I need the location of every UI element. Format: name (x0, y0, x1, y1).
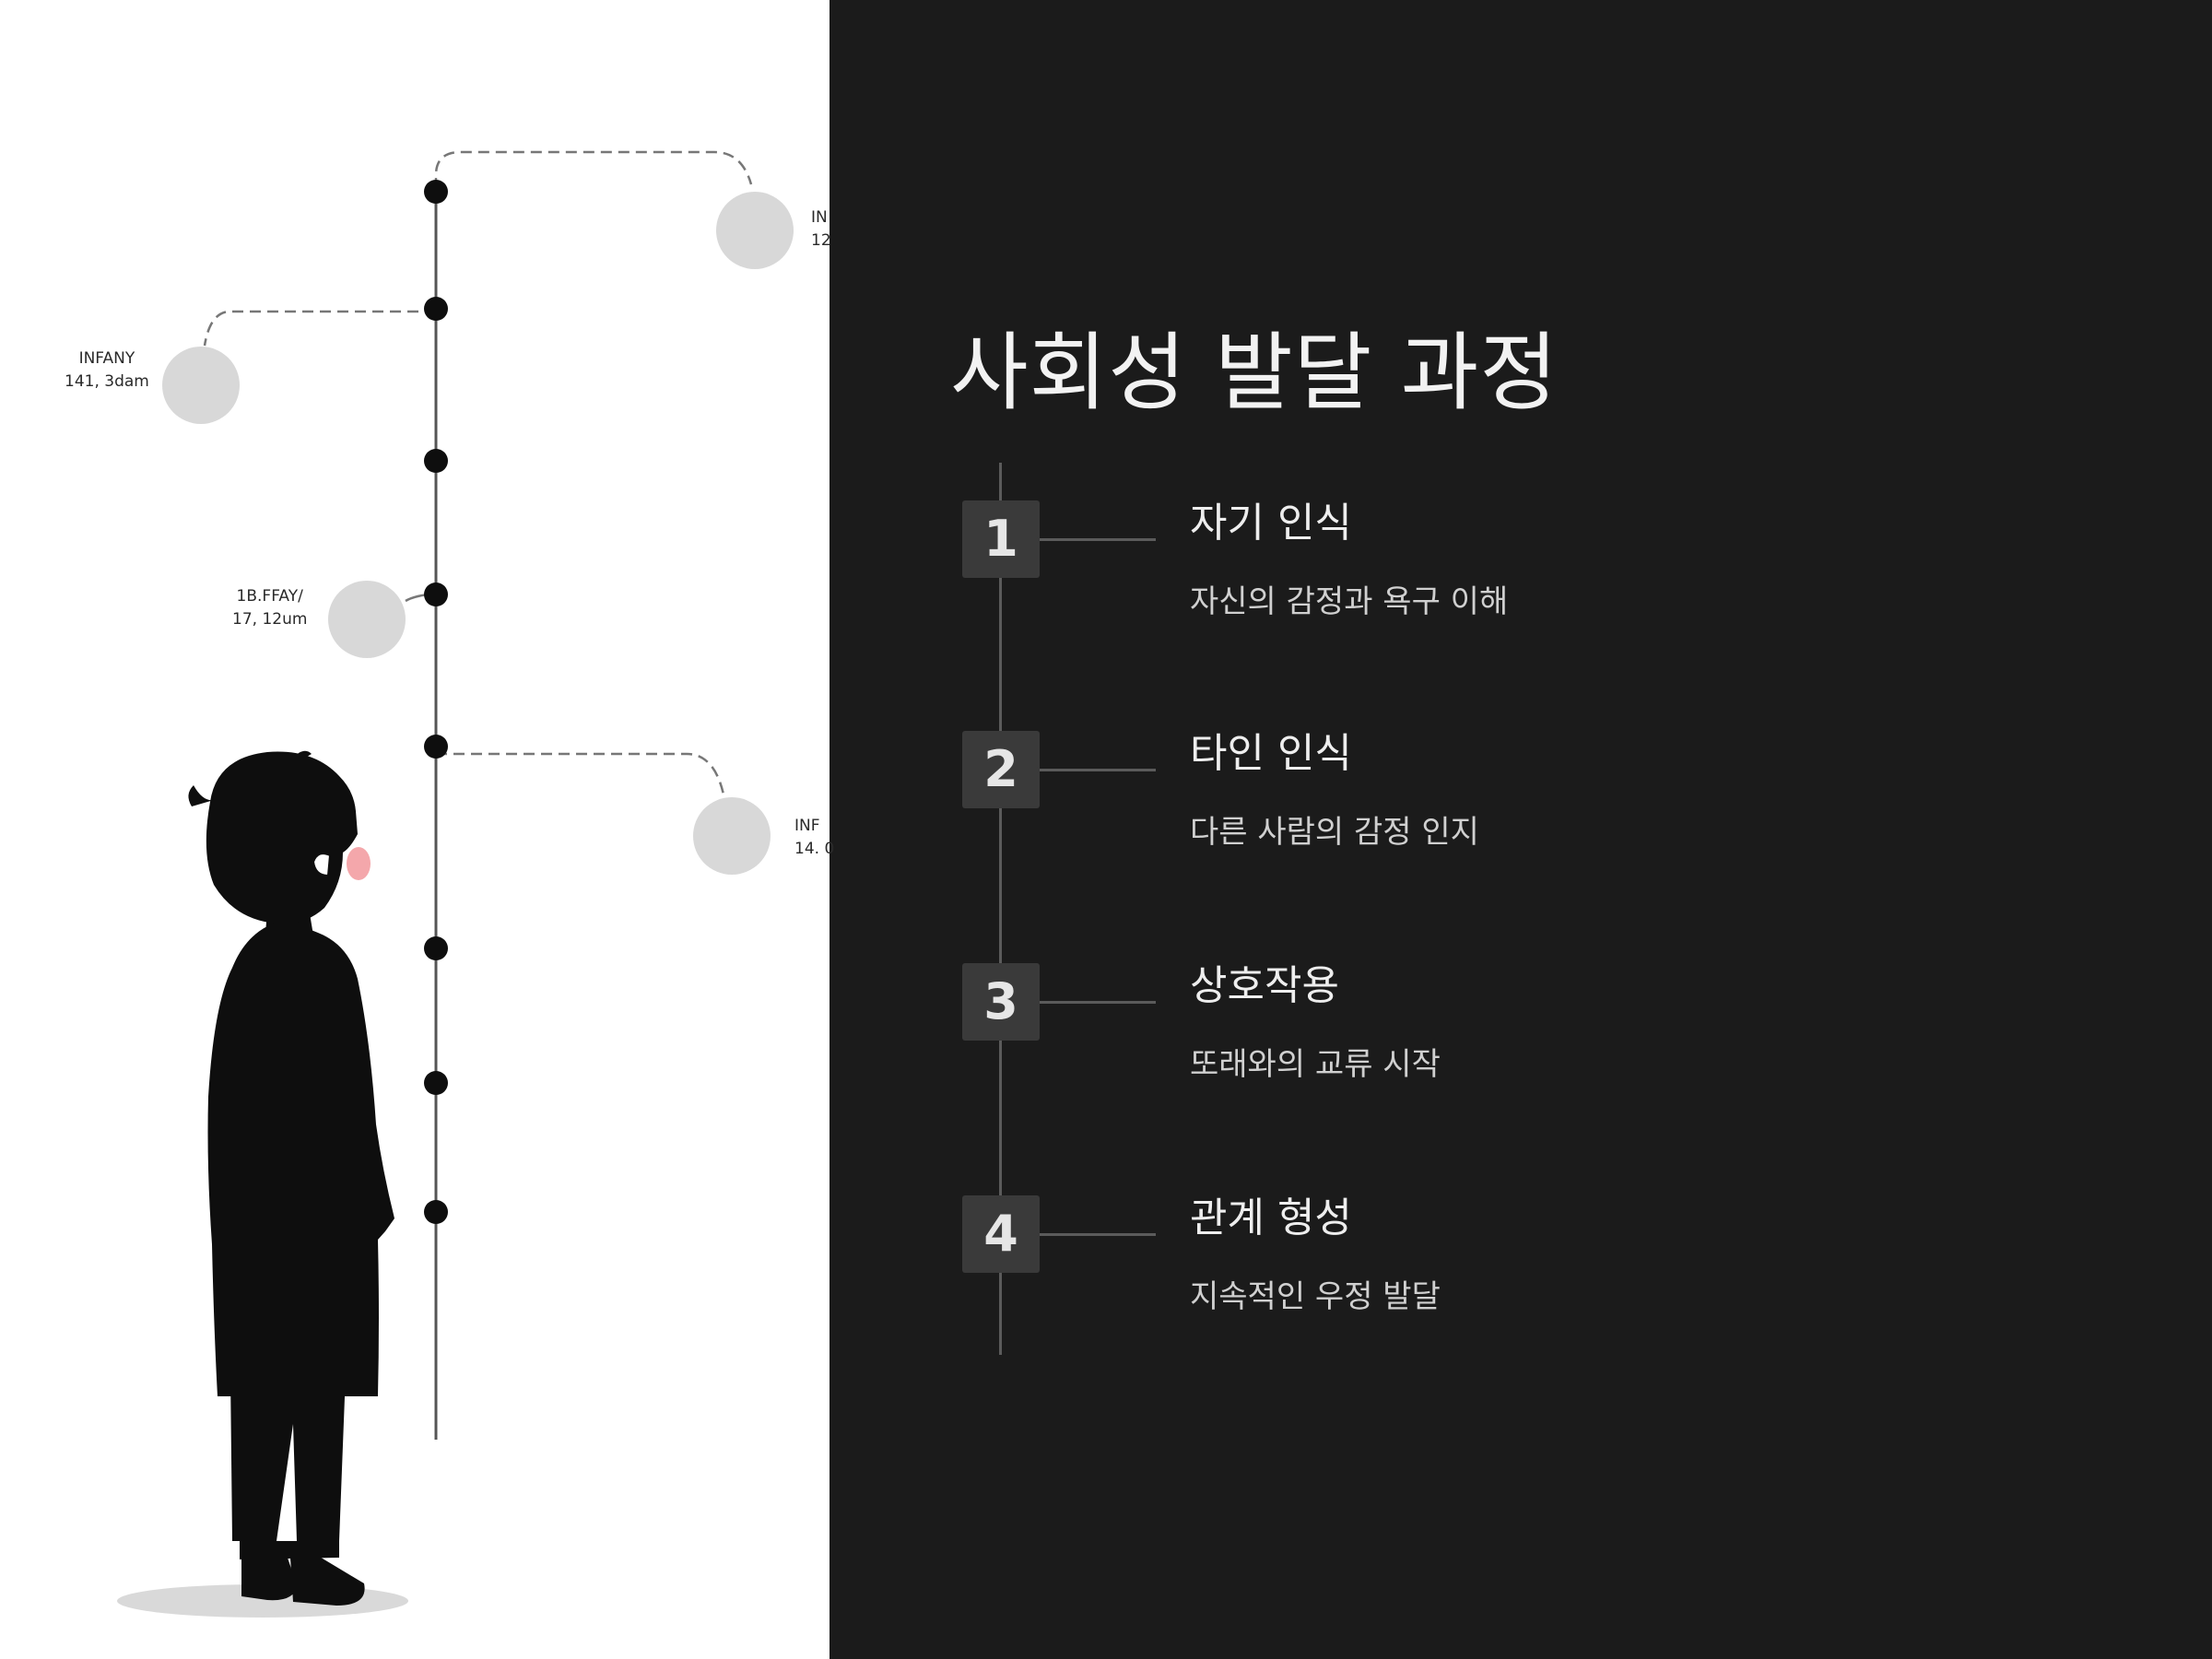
milestone-circle (693, 797, 771, 875)
illustration-panel: INFANY 141, 3dam 1B.FFAY/ 17, 12um IN 12… (0, 0, 834, 1659)
step-connector (1040, 538, 1156, 541)
step-title: 관계 형성 (1190, 1194, 1352, 1241)
timeline-dot (424, 1071, 448, 1095)
timeline-dot (424, 180, 448, 204)
steps-timeline-line (999, 463, 1002, 1355)
timeline-dot (424, 1200, 448, 1224)
step-number-badge: 4 (962, 1195, 1040, 1273)
step-title: 타인 인식 (1190, 730, 1352, 777)
step-item: 1 자기 인식 자신의 감정과 욕구 이해 (830, 500, 2212, 648)
step-description: 다른 사람의 감정 인지 (1190, 814, 1479, 851)
page-title: 사회성 발달 과정 (950, 324, 1559, 422)
milestone-circle (328, 581, 406, 658)
timeline-dot (424, 582, 448, 606)
step-description: 자신의 감정과 욕구 이해 (1190, 583, 1509, 620)
step-connector (1040, 769, 1156, 771)
step-item: 2 타인 인식 다른 사람의 감정 인지 (830, 730, 2212, 878)
dashed-connector (436, 752, 725, 795)
step-title: 자기 인식 (1190, 500, 1352, 547)
child-figure (188, 750, 394, 1606)
timeline-dot (424, 297, 448, 321)
step-number-badge: 3 (962, 963, 1040, 1041)
step-number-badge: 1 (962, 500, 1040, 578)
content-panel: 사회성 발달 과정 1 자기 인식 자신의 감정과 욕구 이해 2 타인 인식 … (830, 0, 2212, 1659)
step-description: 또래와의 교류 시작 (1190, 1046, 1441, 1083)
timeline-dot (424, 735, 448, 759)
growth-timeline-illustration (117, 150, 794, 1618)
milestone-label: INFANY 141, 3dam (65, 349, 149, 391)
step-item: 3 상호작용 또래와의 교류 시작 (830, 962, 2212, 1111)
milestone-label: IN 12 (811, 208, 831, 250)
dashed-connector (434, 150, 753, 189)
timeline-dot (424, 936, 448, 960)
timeline-dot (424, 449, 448, 473)
step-number-badge: 2 (962, 731, 1040, 808)
milestone-label: INF 14. 0 (794, 817, 835, 858)
step-connector (1040, 1233, 1156, 1236)
step-title: 상호작용 (1190, 962, 1339, 1009)
dashed-connector (203, 310, 436, 347)
milestone-circle (162, 347, 240, 424)
child-cheek (347, 847, 371, 880)
step-description: 지속적인 우정 발달 (1190, 1278, 1441, 1315)
step-item: 4 관계 형성 지속적인 우정 발달 (830, 1194, 2212, 1343)
milestone-circle (716, 192, 794, 269)
step-connector (1040, 1001, 1156, 1004)
milestone-label: 1B.FFAY/ 17, 12um (232, 587, 308, 629)
child-ear (312, 853, 332, 877)
